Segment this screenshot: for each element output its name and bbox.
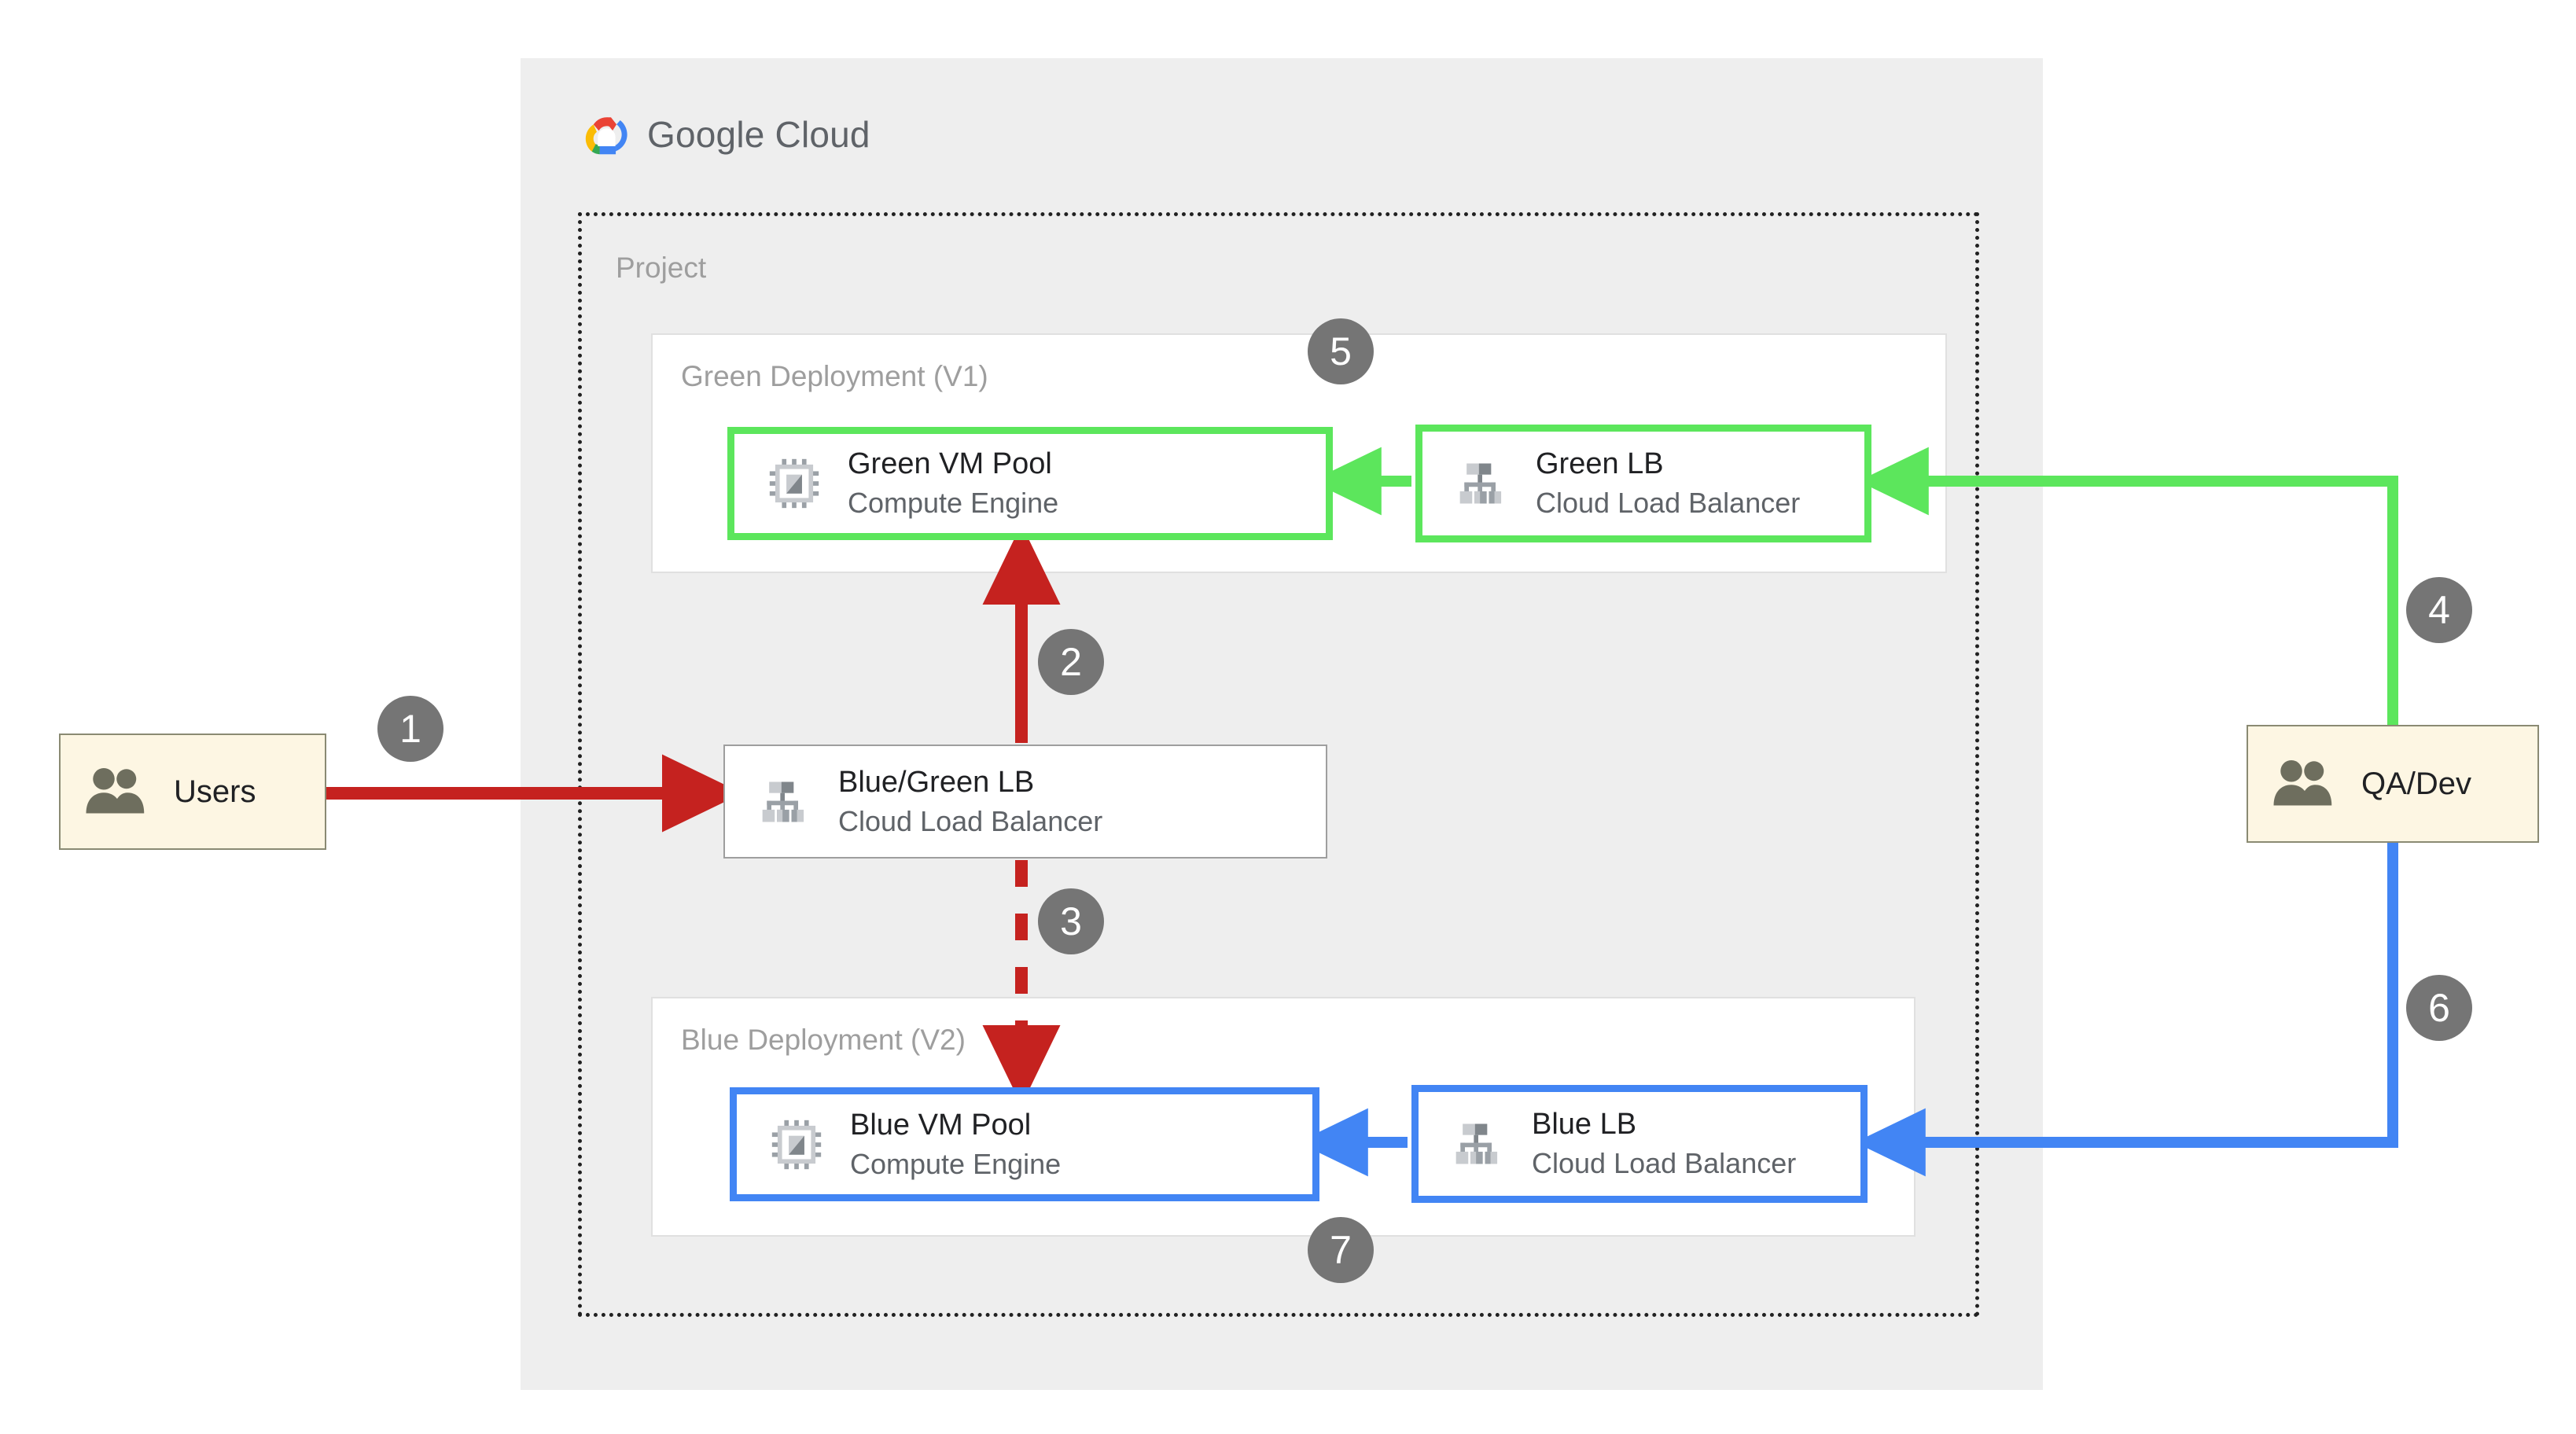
cloud-load-balancer-icon xyxy=(762,781,804,822)
step-badge-2: 2 xyxy=(1038,629,1104,695)
node-green-vm-pool-text: Green VM Pool Compute Engine xyxy=(848,447,1058,520)
node-bluegreen-lb-title: Blue/Green LB xyxy=(838,765,1035,799)
step-badge-6: 6 xyxy=(2406,975,2472,1041)
step-badge-4: 4 xyxy=(2406,577,2472,643)
green-deployment-label: Green Deployment (V1) xyxy=(681,360,988,392)
node-bluegreen-lb-subtitle: Cloud Load Balancer xyxy=(838,804,1103,837)
node-green-vm-pool[interactable]: Green VM Pool Compute Engine xyxy=(727,427,1333,540)
people-group-icon xyxy=(2273,760,2332,806)
node-green-vm-pool-subtitle: Compute Engine xyxy=(848,487,1059,520)
actor-users-label: Users xyxy=(174,774,256,809)
step-badge-3: 3 xyxy=(1038,888,1104,954)
node-blue-vm-pool-title: Blue VM Pool xyxy=(850,1108,1032,1142)
brand-cloud: Cloud xyxy=(775,114,870,155)
node-green-vm-pool-title: Green VM Pool xyxy=(848,447,1052,481)
brand-google: Google xyxy=(647,114,765,155)
node-green-lb-title: Green LB xyxy=(1536,447,1664,481)
google-cloud-brand: Google Cloud xyxy=(581,110,870,159)
node-blue-lb[interactable]: Blue LB Cloud Load Balancer xyxy=(1411,1085,1868,1203)
step-badge-7: 7 xyxy=(1308,1217,1374,1283)
node-bluegreen-lb-text: Blue/Green LB Cloud Load Balancer xyxy=(838,765,1102,838)
node-green-lb-subtitle: Cloud Load Balancer xyxy=(1536,487,1801,520)
node-green-lb-text: Green LB Cloud Load Balancer xyxy=(1536,447,1800,520)
compute-engine-chip-icon xyxy=(769,458,819,509)
actor-qa-dev[interactable]: QA/Dev xyxy=(2247,725,2539,843)
project-boundary: Project xyxy=(578,212,1979,1317)
project-label: Project xyxy=(616,252,707,284)
node-green-lb[interactable]: Green LB Cloud Load Balancer xyxy=(1415,425,1871,542)
node-blue-vm-pool-text: Blue VM Pool Compute Engine xyxy=(850,1108,1061,1181)
node-blue-lb-title: Blue LB xyxy=(1532,1108,1637,1142)
node-blue-lb-text: Blue LB Cloud Load Balancer xyxy=(1532,1107,1796,1180)
actor-qa-dev-label: QA/Dev xyxy=(2361,766,2472,801)
step-badge-5: 5 xyxy=(1308,318,1374,384)
cloud-load-balancer-icon xyxy=(1459,463,1502,504)
node-blue-vm-pool-subtitle: Compute Engine xyxy=(850,1147,1062,1180)
node-bluegreen-lb[interactable]: Blue/Green LB Cloud Load Balancer xyxy=(723,745,1327,859)
google-cloud-logo-icon xyxy=(585,117,627,155)
cloud-load-balancer-icon xyxy=(1455,1123,1498,1164)
google-cloud-wordmark: Google Cloud xyxy=(647,113,870,156)
step-badge-1: 1 xyxy=(377,696,443,762)
blue-deployment-label: Blue Deployment (V2) xyxy=(681,1024,966,1056)
node-blue-vm-pool[interactable]: Blue VM Pool Compute Engine xyxy=(730,1087,1319,1201)
node-blue-lb-subtitle: Cloud Load Balancer xyxy=(1532,1147,1797,1180)
actor-users[interactable]: Users xyxy=(59,734,326,850)
people-group-icon xyxy=(86,768,145,814)
compute-engine-chip-icon xyxy=(771,1120,822,1169)
